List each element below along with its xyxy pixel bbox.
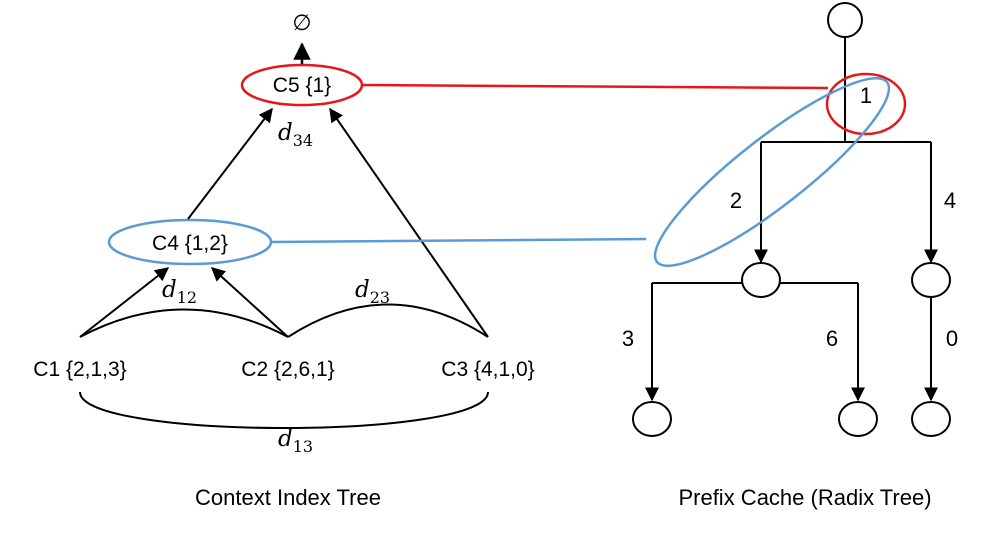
- node-c1-label: C1 {2,1,3}: [33, 358, 126, 381]
- node-c3-label: C3 {4,1,0}: [441, 358, 534, 381]
- distance-d34-sub: 34: [293, 131, 313, 150]
- arc-c2-c3: [287, 303, 489, 338]
- node-c5-label: C5 {1}: [273, 74, 331, 97]
- radix-edge-label-6: 6: [826, 326, 838, 351]
- radix-leaf-3: [632, 401, 672, 437]
- arc-c1-c2: [79, 308, 289, 338]
- radix-edge-label-0: 0: [946, 326, 958, 351]
- node-c4: C4 {1,2}: [107, 218, 273, 266]
- radix-root-node: [827, 2, 863, 38]
- context-index-tree: ∅ C5 {1} d34 C4 {1,2} d12 d23: [33, 10, 534, 510]
- arrow-c2-to-c4: [210, 267, 289, 338]
- arrow-c1-to-c4: [79, 267, 170, 338]
- radix-highlight-blue: [653, 76, 891, 268]
- distance-d34-var: d: [278, 120, 293, 146]
- arc-c1-c3: [79, 391, 489, 429]
- distance-d23-sub: 23: [370, 288, 390, 307]
- radix-tree: 1 2 4 3 6 0 Prefix Cache (Radix Tree): [622, 2, 958, 510]
- distance-d13-sub: 13: [293, 437, 313, 456]
- distance-d12-var: d: [162, 277, 177, 303]
- radix-node-right: [911, 262, 951, 298]
- radix-edge-label-4: 4: [944, 188, 956, 213]
- radix-leaf-6: [838, 401, 878, 437]
- node-c2-label: C2 {2,6,1}: [241, 358, 334, 381]
- radix-edge-label-3: 3: [622, 326, 634, 351]
- node-c4-label: C4 {1,2}: [152, 232, 228, 255]
- distance-d34: d34: [278, 120, 313, 150]
- link-c4-to-radix-prefix: [270, 237, 647, 244]
- radix-node-left: [741, 262, 781, 298]
- distance-d23: d23: [355, 277, 390, 307]
- radix-edge-label-2: 2: [730, 188, 742, 213]
- distance-d23-var: d: [355, 277, 370, 303]
- distance-d13: d13: [278, 426, 313, 456]
- radix-highlight-red: [825, 72, 907, 136]
- radix-tree-caption: Prefix Cache (Radix Tree): [678, 485, 931, 510]
- node-c5: C5 {1}: [240, 63, 364, 107]
- arrow-c4-to-c5: [187, 107, 273, 220]
- empty-set-symbol: ∅: [292, 10, 311, 35]
- context-tree-caption: Context Index Tree: [195, 485, 381, 510]
- link-c5-to-radix-root: [361, 83, 829, 90]
- arrow-c3-to-c5: [329, 107, 489, 338]
- distance-d13-var: d: [278, 426, 293, 452]
- radix-edge-label-1: 1: [860, 83, 872, 108]
- distance-d12: d12: [162, 277, 197, 307]
- radix-leaf-0: [911, 401, 951, 437]
- distance-d12-sub: 12: [177, 288, 197, 307]
